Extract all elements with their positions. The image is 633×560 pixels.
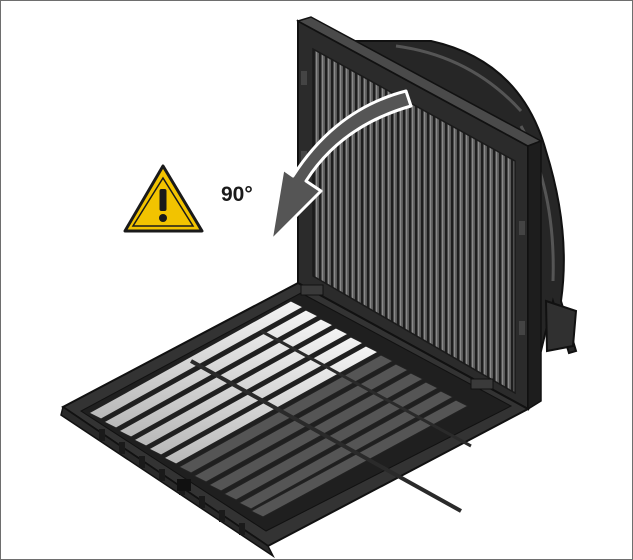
rotation-arrow-icon (269, 89, 413, 243)
warning-triangle-icon (123, 164, 204, 233)
fan-housing (337, 40, 578, 382)
grille-lid (60, 281, 531, 559)
rotation-angle-label: 90° (221, 183, 253, 206)
